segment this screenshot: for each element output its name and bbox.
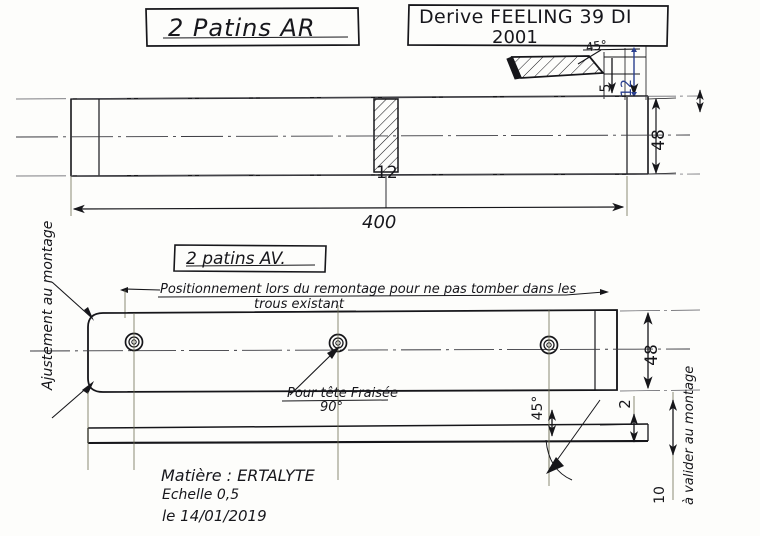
hole-3 <box>539 310 559 392</box>
label-slot-12: 12 <box>376 163 398 183</box>
detail-chamfer-section <box>506 46 647 100</box>
label-45-detail: 45° <box>585 38 608 55</box>
label-dim-5: 5 <box>598 84 614 93</box>
ajustement-leaders <box>51 281 94 419</box>
note-tete-fraisee-line2: 90° <box>320 400 344 415</box>
label-length-400: 400 <box>362 212 397 233</box>
title-right-line1: Derive FEELING 39 DI <box>419 6 632 28</box>
label-48-top: 48 <box>649 129 669 151</box>
plan-view-patins-av <box>29 305 701 393</box>
title-box-middle <box>173 244 327 273</box>
info-date: le 14/01/2019 <box>162 507 267 525</box>
label-dim-10: 10 <box>652 486 668 504</box>
hole-1 <box>124 313 144 392</box>
info-material: Matière : ERTALYTE <box>161 466 315 485</box>
tete-fraisee-leader <box>281 346 389 402</box>
info-scale: Echelle 0,5 <box>162 487 240 503</box>
chamfer-bottom-annotations <box>545 390 678 500</box>
label-a-valider-au-montage: à valider au montage <box>682 366 697 505</box>
note-positionnement-line2: trous existant <box>254 297 345 312</box>
label-dim-2: 2 <box>616 399 634 409</box>
note-positionnement-line1: Positionnement lors du remontage pour ne… <box>160 282 577 297</box>
note-tete-fraisee-line1: Pour tête Fraisée <box>287 386 399 401</box>
title-right-line2: 2001 <box>492 27 538 48</box>
rotated-labels: 48 48 5 12 45° Ajustement au montage à v… <box>40 38 697 505</box>
label-48-plan: 48 <box>642 344 662 366</box>
title-left-text: 2 Patins AR <box>168 14 316 42</box>
title-middle-text: 2 patins AV. <box>186 249 286 269</box>
label-dim-12: 12 <box>619 79 635 97</box>
top-view-patins-ar <box>15 89 704 216</box>
title-box-left <box>145 7 360 47</box>
title-box-right <box>407 4 669 47</box>
label-45-bottom: 45° <box>530 396 546 421</box>
label-ajustement-au-montage: Ajustement au montage <box>40 221 56 391</box>
